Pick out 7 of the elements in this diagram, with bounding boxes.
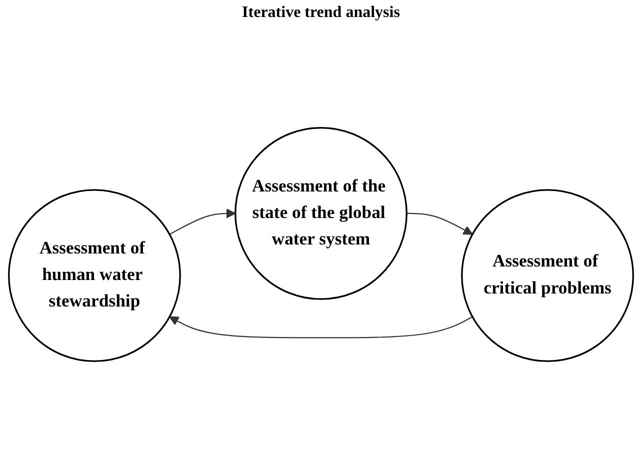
arrow — [169, 208, 236, 235]
arrow — [406, 212, 473, 235]
node-circle: Assessment of critical problems — [461, 189, 634, 362]
node-circle: Assessment of the state of the global water system — [234, 126, 408, 300]
center-label: Iterative trend analysis — [242, 4, 400, 22]
node-circle: Assessment of human water stewardship — [8, 189, 181, 362]
arrow — [169, 316, 473, 338]
